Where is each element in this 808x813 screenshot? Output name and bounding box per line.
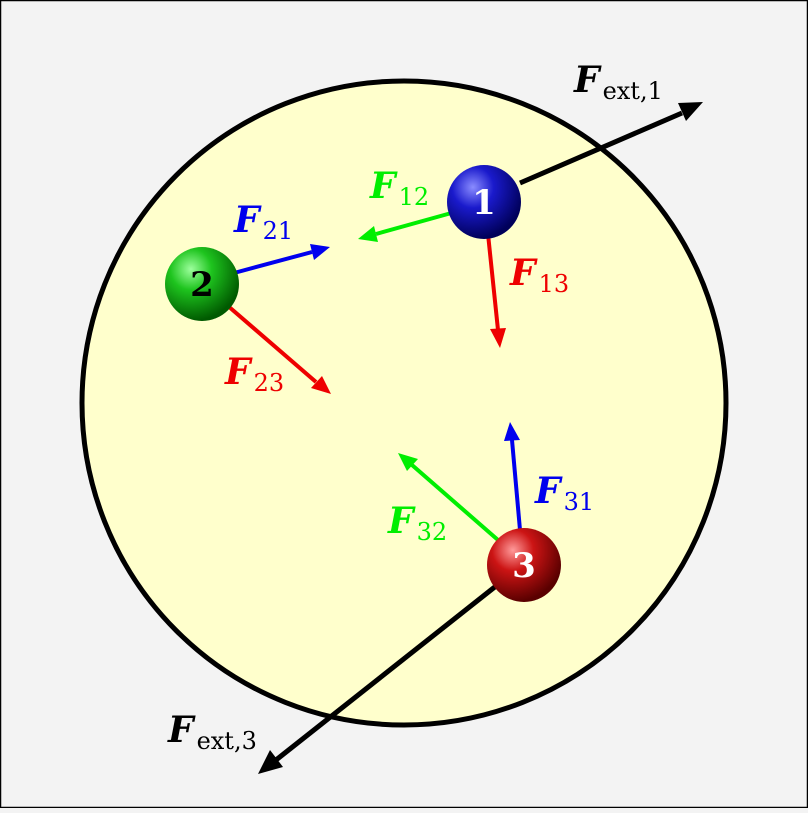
particle-2-label: 2 xyxy=(190,265,214,305)
particle-1-label: 1 xyxy=(472,183,496,223)
force-21-arrow xyxy=(233,244,330,275)
external-force-1-arrow xyxy=(519,102,703,186)
force-31-arrow xyxy=(504,422,522,531)
force-13-arrow xyxy=(486,233,506,348)
force-12-arrow xyxy=(358,210,456,242)
particle-3-label: 3 xyxy=(512,546,536,586)
force-23-arrow xyxy=(226,304,331,394)
external-force-3-arrow xyxy=(258,584,498,774)
particle-3: 3 xyxy=(487,528,561,602)
system-boundary xyxy=(79,78,729,728)
particle-1: 1 xyxy=(447,165,521,239)
particle-2: 2 xyxy=(165,247,239,321)
force-32-arrow xyxy=(398,453,500,542)
